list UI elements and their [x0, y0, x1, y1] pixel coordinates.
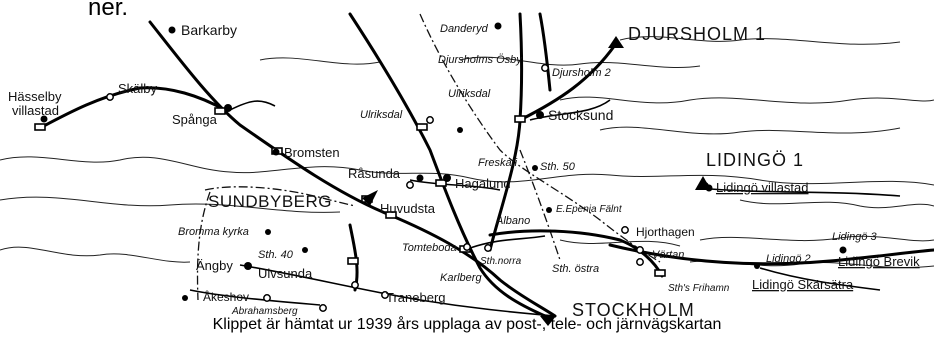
- place-labels: Barkarby Hässelby villastad Skälby Spång…: [8, 22, 920, 320]
- shorelines: [0, 36, 934, 269]
- station-markers: [34, 107, 666, 277]
- label-djursholms-osby: Djursholms Ösby: [438, 54, 523, 66]
- label-spanga: Spånga: [172, 112, 218, 127]
- label-tomteboda: Tomteboda: [402, 242, 457, 254]
- label-sth50: Sth. 50: [540, 161, 576, 173]
- stop-circles: [106, 64, 709, 312]
- label-sths-frihamn: Sth's Frihamn: [668, 283, 730, 294]
- label-angby: Ängby: [196, 258, 233, 273]
- label-hjorthagen: Hjorthagen: [636, 225, 695, 239]
- text-fragment: ner.: [88, 0, 129, 21]
- tramways: [189, 99, 901, 317]
- label-ulriksdal: Ulriksdal: [360, 109, 403, 121]
- label-lidingo3: Lidingö 3: [832, 231, 878, 243]
- label-hagalund: Hagalund: [455, 176, 511, 191]
- label-ulriksdal-small: Ulriksdal: [448, 88, 491, 100]
- label-eugenia: E.Epenia Fälnt: [556, 204, 623, 215]
- label-rasunda: Råsunda: [348, 166, 401, 181]
- label-lidingo-skarsatra: Lidingö Skärsätra: [752, 277, 854, 292]
- label-djursholm2: Djursholm 2: [552, 67, 611, 79]
- city-boundary: [196, 13, 661, 301]
- label-sundbyberg: SUNDBYBERG: [208, 192, 332, 211]
- label-vartan: Värtan: [652, 249, 684, 261]
- label-bromsten: Bromsten: [284, 145, 340, 160]
- map-caption: Klippet är hämtat ur 1939 års upplaga av…: [212, 316, 722, 333]
- label-hasselby-1: Hässelby: [8, 89, 62, 104]
- label-stocksund: Stocksund: [548, 107, 613, 123]
- label-ulvsunda: Ulvsunda: [258, 266, 313, 281]
- label-sth40: Sth. 40: [258, 249, 294, 261]
- label-barkarby: Barkarby: [181, 22, 237, 38]
- label-albano: Albano: [495, 215, 530, 227]
- label-akeshov: Åkeshov: [203, 289, 249, 304]
- label-lidingo-brevik: Lidingö Brevik: [838, 254, 920, 269]
- label-bromma-kyrka: Bromma kyrka: [178, 226, 249, 238]
- label-karlberg: Karlberg: [440, 272, 482, 284]
- label-danderyd: Danderyd: [440, 23, 489, 35]
- label-hasselby-2: villastad: [12, 103, 59, 118]
- label-sth-norra: Sth.norra: [480, 256, 522, 267]
- label-djursholm1: DJURSHOLM 1: [628, 24, 766, 44]
- label-huvudsta: Huvudsta: [380, 201, 436, 216]
- label-lidingo1: LIDINGÖ 1: [706, 150, 804, 170]
- label-traneberg: Traneberg: [386, 290, 446, 305]
- office-triangles: [362, 36, 711, 326]
- label-abrahamsberg: Abrahamsberg: [231, 306, 298, 317]
- label-stockholm: STOCKHOLM: [572, 300, 695, 320]
- label-lidingo-villastad: Lidingö villastad: [716, 180, 809, 195]
- label-sth-ostra: Sth. östra: [552, 263, 599, 275]
- label-freskati: Freskati: [478, 157, 518, 169]
- label-skalby: Skälby: [118, 81, 158, 96]
- label-lidingo2: Lidingö 2: [766, 253, 811, 265]
